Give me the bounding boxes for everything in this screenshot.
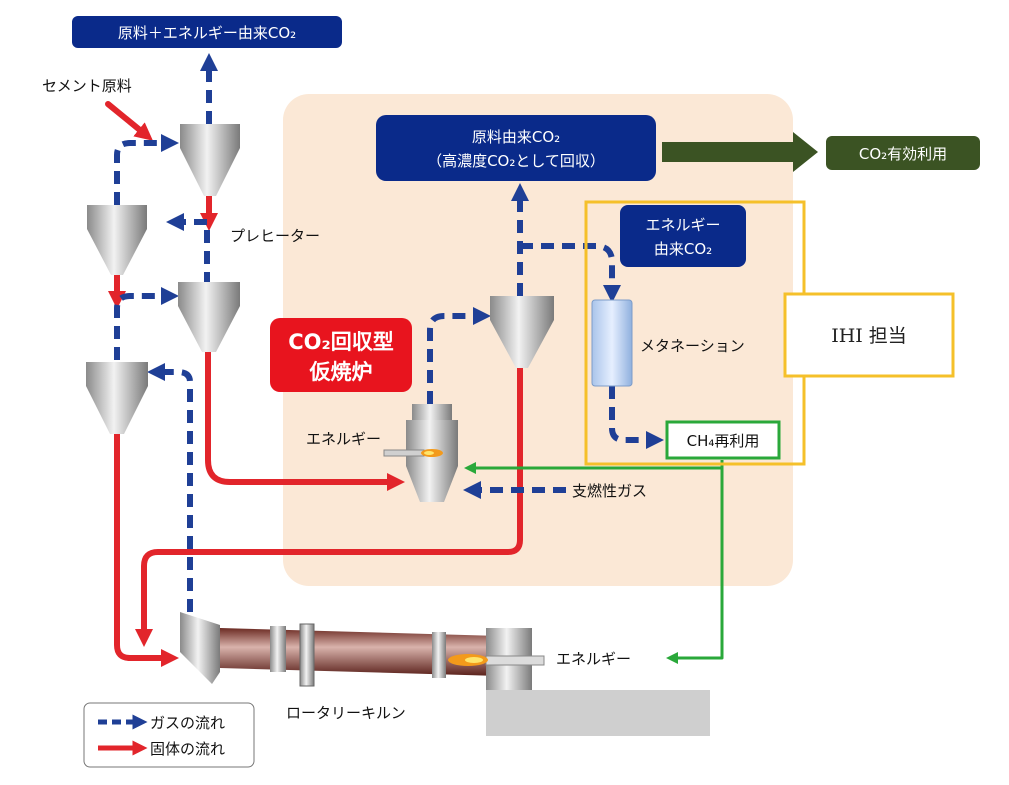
aux-gas-label: 支燃性ガス <box>572 482 647 500</box>
legend-solid-label: 固体の流れ <box>150 740 225 758</box>
kiln-energy-label: エネルギー <box>556 650 631 668</box>
ihi-label: IHI 担当 <box>831 325 907 347</box>
ch4-label: CH₄再利用 <box>687 432 760 450</box>
top-co2-label: 原料＋エネルギー由来CO₂ <box>118 24 296 42</box>
calciner-title-2: 仮焼炉 <box>309 360 373 384</box>
co2-use-label: CO₂有効利用 <box>859 145 947 163</box>
rotary-kiln <box>180 612 710 736</box>
calciner-title-1: CO₂回収型 <box>288 330 393 354</box>
energy-co2-label-1: エネルギー <box>645 216 720 234</box>
calciner-title-box <box>270 318 412 392</box>
co2-use-box <box>826 136 980 170</box>
methanation-reactor <box>591 299 633 387</box>
solid-flow-lines <box>105 101 523 667</box>
raw-co2-box <box>376 115 656 181</box>
energy-co2-box <box>620 205 746 267</box>
legend-gas-label: ガスの流れ <box>150 714 225 732</box>
ihi-label-frame <box>783 292 955 378</box>
energy-co2-label-2: 由来CO₂ <box>654 240 712 258</box>
raw-co2-label-1: 原料由来CO₂ <box>472 128 560 146</box>
raw-co2-label-2: （高濃度CO₂として回収） <box>427 152 605 170</box>
cyclone-left-1 <box>87 205 147 275</box>
cyclone-right-2 <box>178 282 240 352</box>
preheater-label: プレヒーター <box>230 227 320 245</box>
cyclone-left-2 <box>86 362 148 434</box>
co2-use-arrow <box>662 132 818 172</box>
kiln-label: ロータリーキルン <box>286 704 406 722</box>
cement-label: セメント原料 <box>42 77 132 95</box>
gas-flow-lines <box>114 53 664 612</box>
methanation-label: メタネーション <box>640 337 745 355</box>
cyclone-calciner-top <box>490 296 554 368</box>
calciner-vessel <box>383 404 458 502</box>
calciner-energy-label: エネルギー <box>306 430 381 448</box>
ch4-frame <box>665 420 781 460</box>
legend: ガスの流れ 固体の流れ <box>83 702 255 768</box>
top-co2-box <box>72 16 342 48</box>
cyclone-top <box>180 124 240 196</box>
